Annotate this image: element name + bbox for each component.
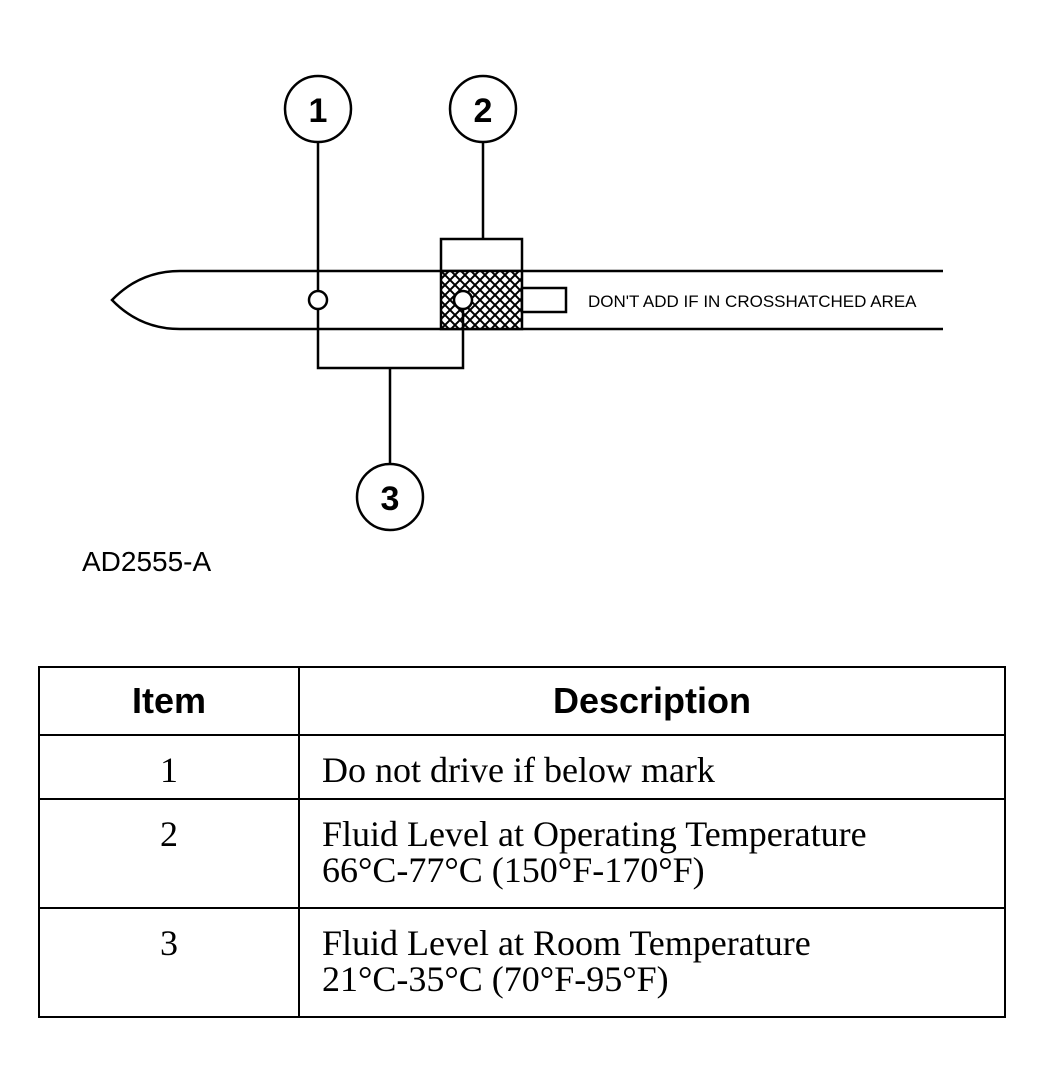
low-mark	[307, 289, 329, 311]
dipstick-blade	[110, 269, 943, 331]
callout-1-label: 1	[309, 92, 328, 130]
item-number: 2	[38, 798, 300, 909]
crosshatch-note: DON'T ADD IF IN CROSSHATCHED AREA	[588, 292, 917, 311]
table-row: 2 Fluid Level at Operating Temperature 6…	[38, 798, 1006, 909]
item-header: Item	[38, 666, 300, 736]
item-description: Fluid Level at Operating Temperature 66°…	[298, 798, 1006, 909]
note-pointer-box	[520, 286, 568, 314]
description-line: Fluid Level at Room Temperature	[322, 923, 811, 963]
callout-3: 3	[355, 462, 425, 532]
room-temp-mark	[452, 289, 474, 311]
table-row: 3 Fluid Level at Room Temperature 21°C-3…	[38, 907, 1006, 1018]
figure-id: AD2555-A	[82, 546, 212, 577]
description-line: 66°C-77°C (150°F-170°F)	[322, 850, 705, 890]
callout-3-label: 3	[381, 480, 400, 518]
dipstick-diagram: 1 2 3 DON'T ADD IF IN CROSSHATCHED AREA	[110, 74, 943, 532]
item-number: 1	[38, 734, 300, 800]
legend-table: Item Description 1 Do not drive if below…	[38, 666, 1006, 1018]
callout-3-bracket	[316, 309, 465, 464]
item-description: Fluid Level at Room Temperature 21°C-35°…	[298, 907, 1006, 1018]
description-line: Fluid Level at Operating Temperature	[322, 814, 867, 854]
callout-2: 2	[448, 74, 518, 144]
item-number: 3	[38, 907, 300, 1018]
description-line: 21°C-35°C (70°F-95°F)	[322, 959, 669, 999]
callout-2-bracket	[439, 142, 524, 271]
item-description: Do not drive if below mark	[298, 734, 1006, 800]
legend-header-row: Item Description	[38, 666, 1006, 736]
callout-1: 1	[283, 74, 353, 144]
description-header: Description	[298, 666, 1006, 736]
description-line: Do not drive if below mark	[322, 750, 715, 790]
callout-2-label: 2	[474, 92, 493, 130]
table-row: 1 Do not drive if below mark	[38, 734, 1006, 800]
